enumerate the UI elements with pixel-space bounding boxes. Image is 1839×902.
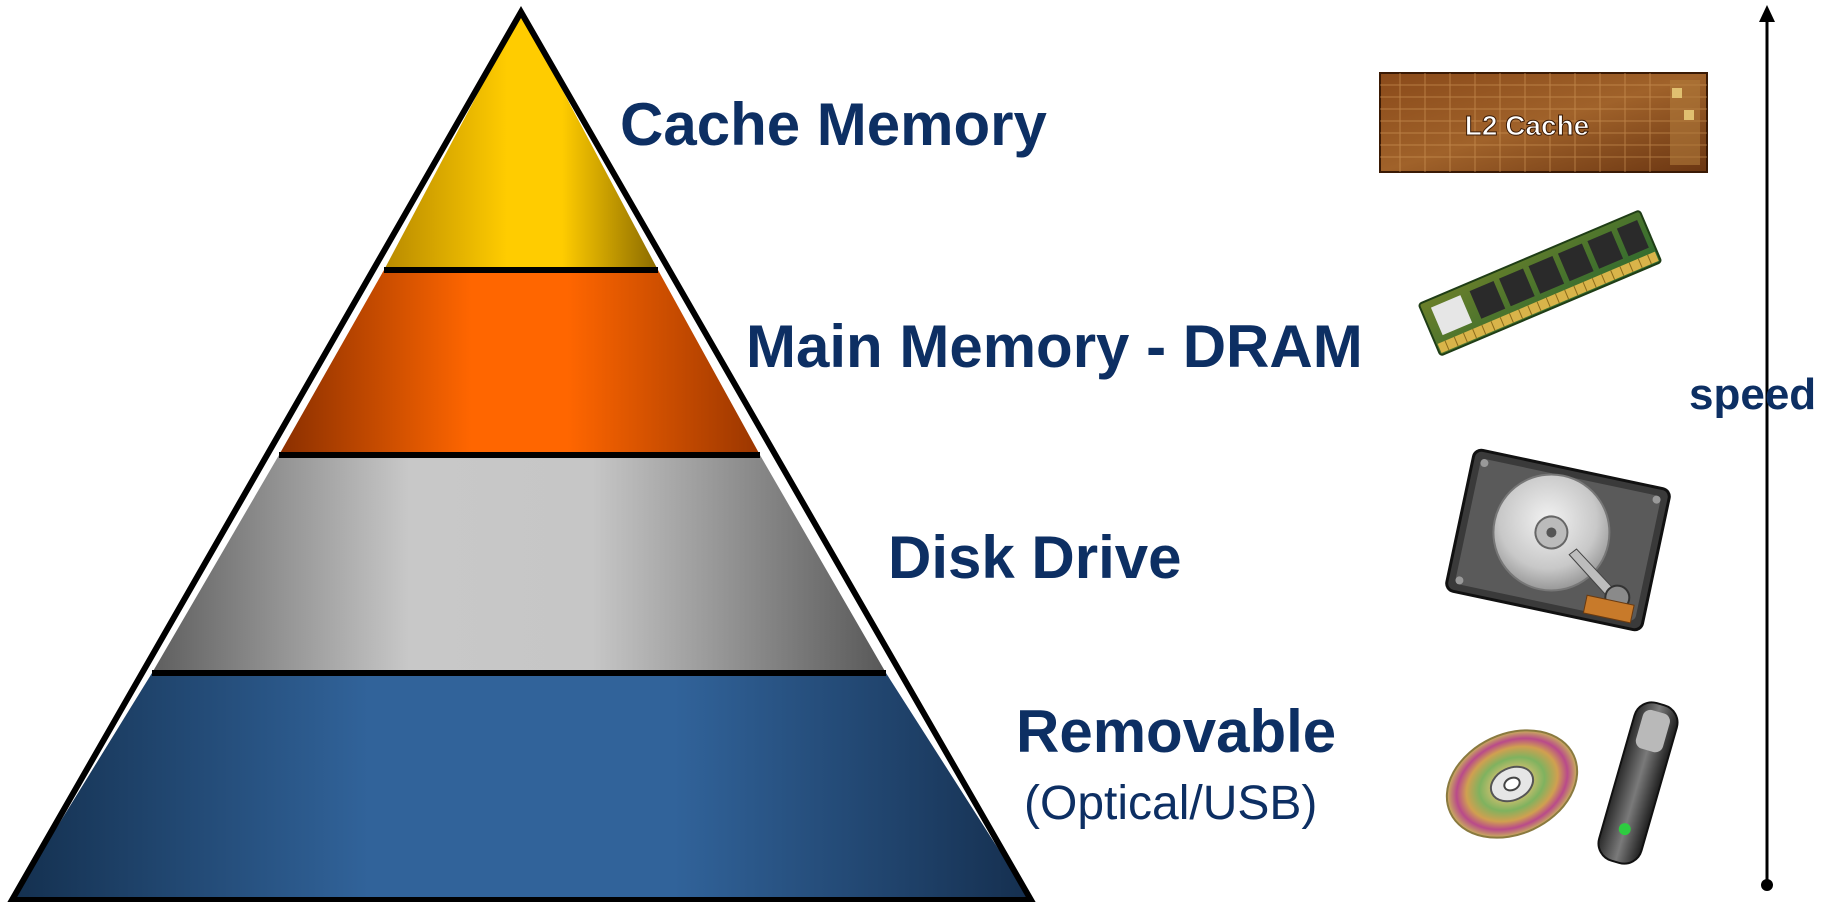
- l2-cache-chip-label: L2 Cache: [1465, 110, 1590, 141]
- up-arrow-head: [1759, 5, 1775, 22]
- hard-disk-icon: [1445, 448, 1671, 632]
- label-removable-subtitle: (Optical/USB): [1024, 777, 1318, 830]
- usb-drive-icon: [1597, 701, 1679, 865]
- pyramid: [7, 5, 1036, 902]
- label-disk-drive: Disk Drive: [888, 524, 1182, 591]
- pyramid-tier-disk: [152, 455, 886, 673]
- label-main-memory-dram: Main Memory - DRAM: [746, 313, 1363, 380]
- optical-disc-icon: [1445, 729, 1579, 839]
- pyramid-tier-removable: [12, 673, 1031, 900]
- pyramid-tier-cache: [384, 12, 658, 270]
- pyramid-outline: [7, 5, 1036, 902]
- l2-cache-icon: L2 Cache: [1379, 72, 1708, 173]
- label-cache-memory: Cache Memory: [620, 91, 1047, 158]
- ram-module-icon: [1418, 210, 1662, 356]
- label-speed: speed: [1689, 370, 1817, 419]
- speed-arrow: [1759, 5, 1775, 891]
- pyramid-tier-dram: [279, 270, 760, 455]
- label-removable: Removable: [1016, 698, 1337, 765]
- arrow-tail-dot: [1761, 879, 1773, 891]
